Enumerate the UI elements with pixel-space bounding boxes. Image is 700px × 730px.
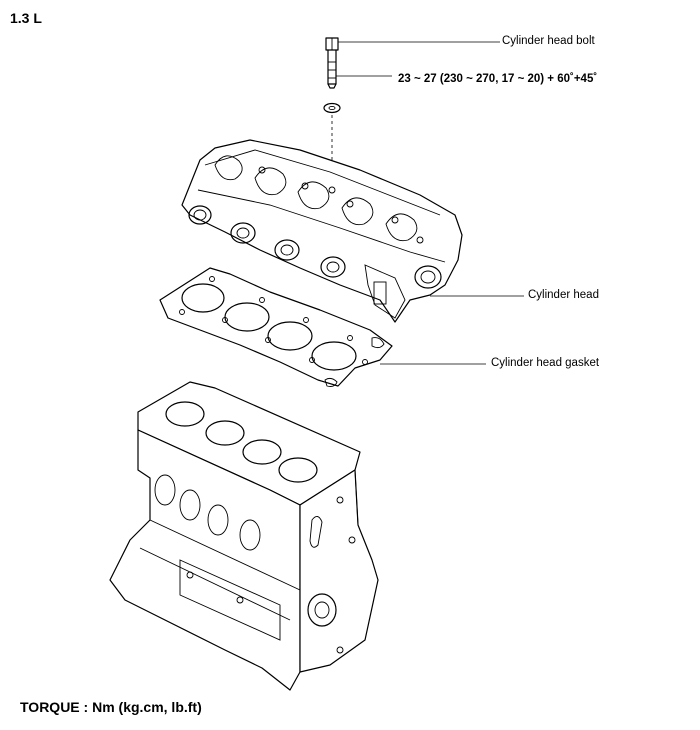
engine-title: 1.3 L [10,10,42,26]
cylinder-head-label: Cylinder head [528,289,599,301]
cylinder-head [181,139,463,323]
bolt-torque-spec: 23 ~ 27 (230 ~ 270, 17 ~ 20) + 60˚+45˚ [398,73,598,85]
cylinder-head-bolt [325,37,339,89]
cylinder-head-bolt-label: Cylinder head bolt [502,35,595,47]
cylinder-block [109,381,379,691]
bolt-washer [323,102,341,114]
cylinder-head-gasket [159,267,393,387]
torque-unit-footer: TORQUE : Nm (kg.cm, lb.ft) [20,699,202,715]
cylinder-head-gasket-label: Cylinder head gasket [491,357,600,369]
